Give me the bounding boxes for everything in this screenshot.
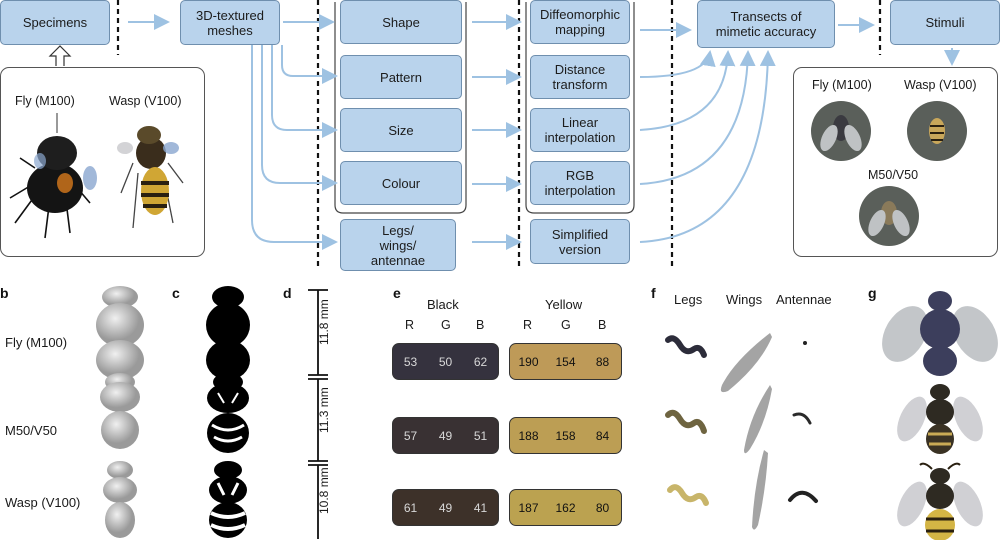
shape-box: Shape	[340, 0, 462, 44]
yellow-g-3: 162	[555, 500, 576, 515]
specimens-box: Specimens	[0, 0, 110, 45]
distance-box: Distance transform	[530, 55, 630, 99]
size-label-2: 11.3 mm	[317, 387, 331, 433]
yellow-swatch-2: 188 158 84	[509, 417, 622, 454]
black-header: Black	[427, 297, 459, 312]
pattern-box: Pattern	[340, 55, 462, 99]
panel-g-letter: g	[868, 285, 877, 301]
fly-specimen-photo	[9, 113, 97, 239]
yellow-g-2: 158	[555, 428, 576, 443]
black-r-3: 61	[403, 500, 418, 515]
stimuli-wasp-label: Wasp (V100)	[904, 78, 977, 92]
yellow-g-1: 154	[555, 354, 576, 369]
specimens-photo-panel: Fly (M100) Wasp (V100)	[0, 67, 205, 257]
yellow-r-3: 187	[518, 500, 539, 515]
fly-photo-label: Fly (M100)	[15, 94, 75, 108]
panel-b-row-mid: M50/V50	[5, 423, 58, 438]
size-box: Size	[340, 108, 462, 152]
yellow-b-2: 84	[595, 428, 610, 443]
yellow-swatch-1: 190 154 88	[509, 343, 622, 380]
rgb-box: RGB interpolation	[530, 161, 630, 205]
black-swatch-1: 53 50 62	[392, 343, 499, 380]
transects-box: Transects of mimetic accuracy	[697, 0, 835, 48]
rgb-header-b2: B	[598, 318, 607, 332]
wings-header: Wings	[726, 292, 763, 307]
stimuli-panel: Fly (M100) Wasp (V100) M50/V50	[793, 67, 998, 257]
panel-b-row-fly: Fly (M100)	[5, 335, 68, 350]
rgb-header-g2: G	[561, 318, 571, 332]
meshes-box: 3D-textured meshes	[180, 0, 280, 45]
rgb-header-r2: R	[523, 318, 533, 332]
rgb-header-r1: R	[405, 318, 415, 332]
wasp-photo-label: Wasp (V100)	[109, 94, 182, 108]
black-b-1: 62	[473, 354, 488, 369]
legs-header: Legs	[674, 292, 703, 307]
stimuli-discs	[811, 101, 967, 246]
antennae-header: Antennae	[776, 292, 832, 307]
shape-models	[96, 286, 144, 538]
panel-c-letter: c	[172, 285, 180, 301]
legs-wings-antennae-box: Legs/ wings/ antennae	[340, 219, 456, 271]
size-scale-bars	[308, 289, 328, 539]
linear-box: Linear interpolation	[530, 108, 630, 152]
yellow-r-1: 190	[518, 354, 539, 369]
yellow-r-2: 188	[518, 428, 539, 443]
rgb-header-g1: G	[441, 318, 451, 332]
colour-box: Colour	[340, 161, 462, 205]
yellow-b-1: 88	[595, 354, 610, 369]
workflow-connectors	[48, 0, 960, 270]
black-b-2: 51	[473, 428, 488, 443]
rendered-stimuli-models	[882, 291, 998, 540]
panel-b-letter: b	[0, 285, 9, 301]
size-label-1: 11.8 mm	[317, 299, 331, 345]
stimuli-fly-label: Fly (M100)	[812, 78, 872, 92]
stimuli-mid-label: M50/V50	[868, 168, 919, 182]
size-label-3: 10.8 mm	[317, 467, 331, 514]
yellow-header: Yellow	[545, 297, 583, 312]
appendage-models	[665, 333, 818, 530]
simplified-box: Simplified version	[530, 219, 630, 264]
yellow-swatch-3: 187 162 80	[509, 489, 622, 526]
panel-d-letter: d	[283, 285, 292, 301]
black-swatch-2: 57 49 51	[392, 417, 499, 454]
rgb-header-b1: B	[476, 318, 485, 332]
black-g-2: 49	[438, 428, 453, 443]
black-g-1: 50	[438, 354, 453, 369]
black-r-2: 57	[403, 428, 418, 443]
black-swatch-3: 61 49 41	[392, 489, 499, 526]
pattern-models	[206, 286, 250, 538]
stimuli-box: Stimuli	[890, 0, 1000, 45]
black-b-3: 41	[473, 500, 488, 515]
panel-e-letter: e	[393, 285, 401, 301]
black-r-1: 53	[403, 354, 418, 369]
panel-f-letter: f	[651, 285, 656, 301]
yellow-b-3: 80	[595, 500, 610, 515]
black-g-3: 49	[438, 500, 453, 515]
panel-b-row-wasp: Wasp (V100)	[5, 495, 81, 510]
wasp-specimen-photo	[117, 126, 184, 229]
diffeomorphic-box: Diffeomorphic mapping	[530, 0, 630, 44]
